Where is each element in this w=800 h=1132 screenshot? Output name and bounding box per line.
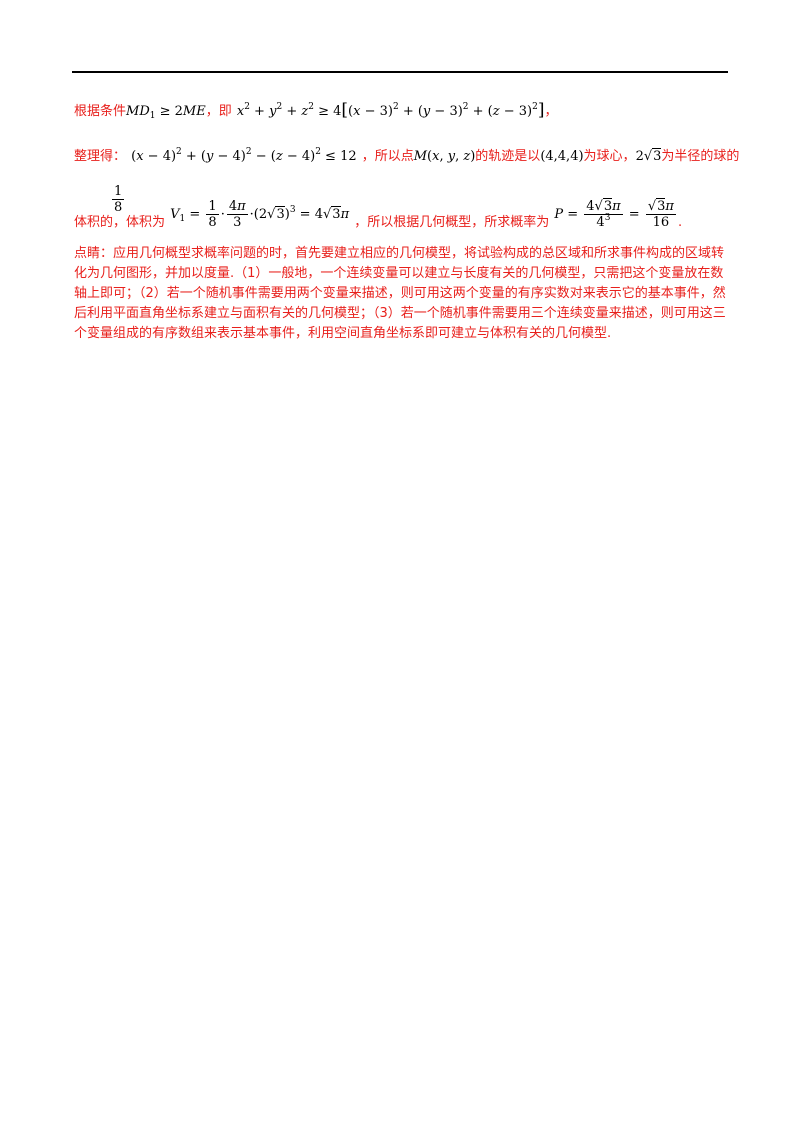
line2-text-5: 为半径的球的 xyxy=(661,149,740,164)
line1-text-2: ，即 xyxy=(205,104,232,119)
line2-text-3: 的轨迹是以 xyxy=(475,149,541,164)
line1-math-2: x2 + y2 + z2 ≥ 4[(x − 3)2 + (y − 3)2 + (… xyxy=(236,100,545,120)
line2-math-1: (x − 4)2 + (y − 4)2 − (z − 4)2 ≤ 12 xyxy=(131,147,357,165)
solution-line-3: 1 8 xyxy=(74,184,126,215)
line1-text-1: 根据条件 xyxy=(74,104,127,119)
line3-text-4: . xyxy=(677,215,683,230)
line2-math-4: 2√3 xyxy=(635,148,662,164)
one-eighth-fraction: 1 8 xyxy=(112,184,125,215)
line2-math-3: (4,4,4) xyxy=(540,149,584,164)
note-paragraph: 点睛：应用几何概型求概率问题的时，首先要建立相应的几何模型，将试验构成的总区域和… xyxy=(74,246,726,341)
line2-text-1: 整理得： xyxy=(74,149,127,164)
line3-text-3: 体积的 xyxy=(74,215,114,230)
solution-line-2: 整理得： (x − 4)2 + (y − 4)2 − (z − 4)2 ≤ 12… xyxy=(74,145,739,164)
fraction-denominator: 8 xyxy=(114,200,123,215)
line2-text-2: ，所以点 xyxy=(361,149,414,164)
line1-text-3: ， xyxy=(544,104,558,119)
line3-text-2: ，所以根据几何概型，所求概率为 xyxy=(354,215,550,230)
line2-math-2: M(x, y, z) xyxy=(413,149,476,164)
line3-text-1: ，体积为 xyxy=(113,215,166,230)
solution-line-1: 根据条件MD1 ≥ 2ME，即 x2 + y2 + z2 ≥ 4[(x − 3)… xyxy=(74,100,558,121)
fraction-numerator: 1 xyxy=(112,184,125,200)
line1-math-1: MD1 ≥ 2ME xyxy=(126,104,206,121)
header-rule xyxy=(72,71,728,73)
line2-text-4: 为球心， xyxy=(583,149,636,164)
